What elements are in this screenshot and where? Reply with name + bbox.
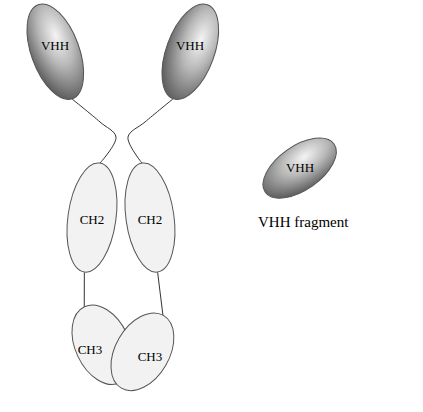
ellipse-shape xyxy=(253,126,347,210)
domain-label: VHH xyxy=(41,39,69,53)
domain-label: CH2 xyxy=(138,213,163,227)
domain-label: VHH xyxy=(286,161,314,175)
ellipse-shape xyxy=(15,0,94,107)
hinge-chain-line xyxy=(72,99,116,164)
ellipse-shape xyxy=(150,0,229,107)
domain-ellipse: VHH xyxy=(263,138,336,198)
ellipse-shape xyxy=(119,160,182,276)
fragment-label: VHH fragment xyxy=(258,214,348,231)
domain-ellipse: CH3 xyxy=(111,313,174,391)
domain-ellipse: CH2 xyxy=(125,163,175,272)
domain-ellipse: CH2 xyxy=(67,163,117,272)
hinge-chain-line xyxy=(158,272,163,315)
domain-ellipse: VHH xyxy=(162,4,219,99)
ellipse-shape xyxy=(61,160,124,276)
hinge-chain-line xyxy=(128,99,173,164)
domain-label: CH3 xyxy=(138,350,163,364)
domain-label: VHH xyxy=(176,39,204,53)
ellipse-shape xyxy=(98,302,187,402)
hinge-chain-line xyxy=(84,272,85,306)
domain-label: CH2 xyxy=(80,213,105,227)
domain-label: CH3 xyxy=(78,343,103,357)
domain-ellipse: VHH xyxy=(27,4,84,99)
